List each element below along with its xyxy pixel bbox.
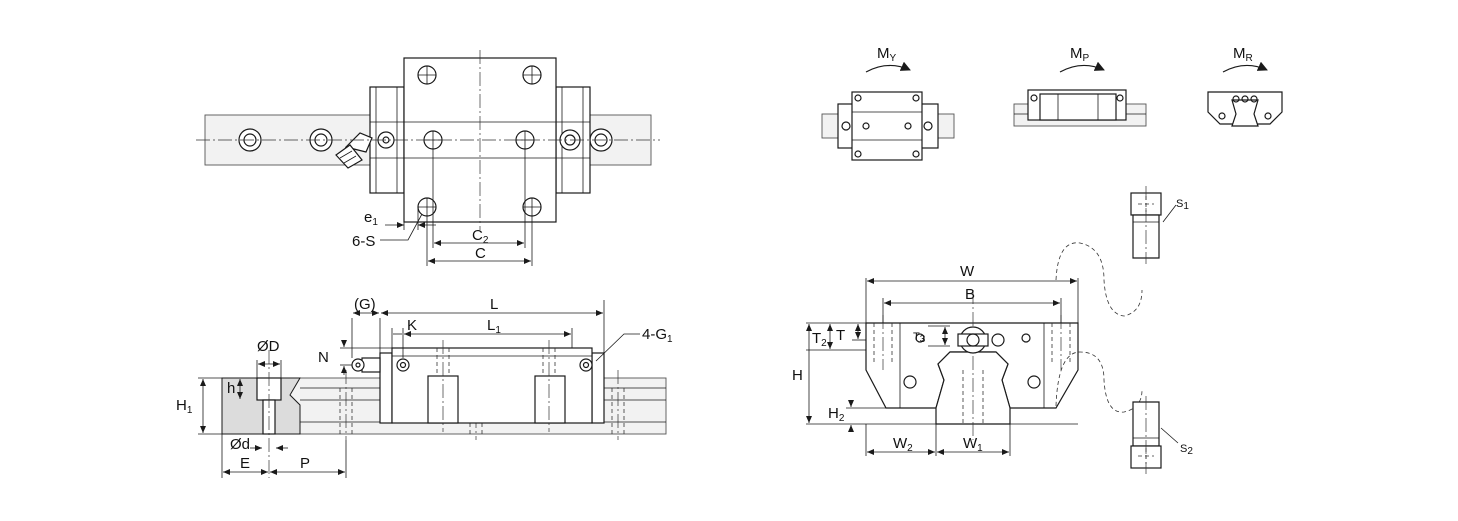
break-line-lower: [1055, 351, 1143, 413]
c-label: C: [475, 245, 486, 262]
t-label: T: [836, 327, 845, 344]
h-label: H: [792, 367, 803, 384]
e1-label: e1: [364, 209, 378, 228]
my-label: MY: [877, 45, 897, 64]
h-small-label: h: [227, 380, 235, 397]
end-seal-side-left: [379, 352, 393, 424]
mp-arrow-icon: [1059, 61, 1105, 73]
e-label: E: [240, 455, 250, 472]
b-label: B: [965, 286, 975, 303]
top-view: e1 6-S C2 C: [196, 50, 660, 266]
l1-label: L1: [487, 317, 501, 336]
end-screw-icon: [903, 375, 917, 389]
grease-nipple-icon: [957, 326, 1005, 354]
g-paren-label: (G): [354, 296, 376, 313]
od-big-label: ØD: [257, 338, 280, 355]
mp-label: MP: [1070, 45, 1090, 64]
six-s-label: 6-S: [352, 233, 375, 250]
block-hole: [417, 65, 437, 85]
h2-label: H2: [828, 405, 845, 424]
h1-label: H1: [176, 397, 193, 416]
w1-label: W1: [963, 435, 983, 454]
mr-arrow-icon: [1222, 61, 1268, 73]
t3-label: T3: [913, 331, 926, 345]
side-view: (G) L K L1 4-G1 N ØD h H1 Ød: [176, 296, 673, 478]
end-screw-icon: [1027, 375, 1041, 389]
l-label: L: [490, 296, 498, 313]
break-line-upper: [1055, 242, 1143, 317]
grease-nipple-icon: [351, 357, 381, 373]
grease-nipple-icon: [335, 132, 373, 169]
p-label: P: [300, 455, 310, 472]
bolt-s2: [1130, 396, 1162, 474]
w2-label: W2: [893, 435, 913, 454]
s1-label: S1: [1176, 198, 1189, 212]
n-label: N: [318, 349, 329, 366]
moment-mp-view: MP: [1013, 45, 1147, 127]
k-label: K: [407, 317, 417, 334]
moment-mr-view: MR: [1207, 45, 1283, 127]
seal-screw-icon: [396, 358, 410, 372]
rail-hole-mid: [309, 128, 333, 152]
bolt-s1: [1130, 186, 1162, 264]
seal-screw-icon: [579, 358, 593, 372]
od-small-label: Ød: [230, 436, 250, 453]
c2-label: C2: [472, 227, 489, 246]
t2-label: T2: [812, 330, 827, 349]
moment-my-view: MY: [821, 45, 955, 161]
end-view: W B T2 T T3 H H2 W2 W1: [792, 186, 1193, 474]
mr-label: MR: [1233, 45, 1253, 64]
block-hole: [522, 197, 542, 217]
my-arrow-icon: [865, 61, 911, 73]
block-hole: [522, 65, 542, 85]
s2-label: S2: [1180, 443, 1193, 457]
end-seal-side-right: [591, 352, 605, 424]
w-label: W: [960, 263, 975, 280]
four-g1-label: 4-G1: [642, 326, 673, 345]
